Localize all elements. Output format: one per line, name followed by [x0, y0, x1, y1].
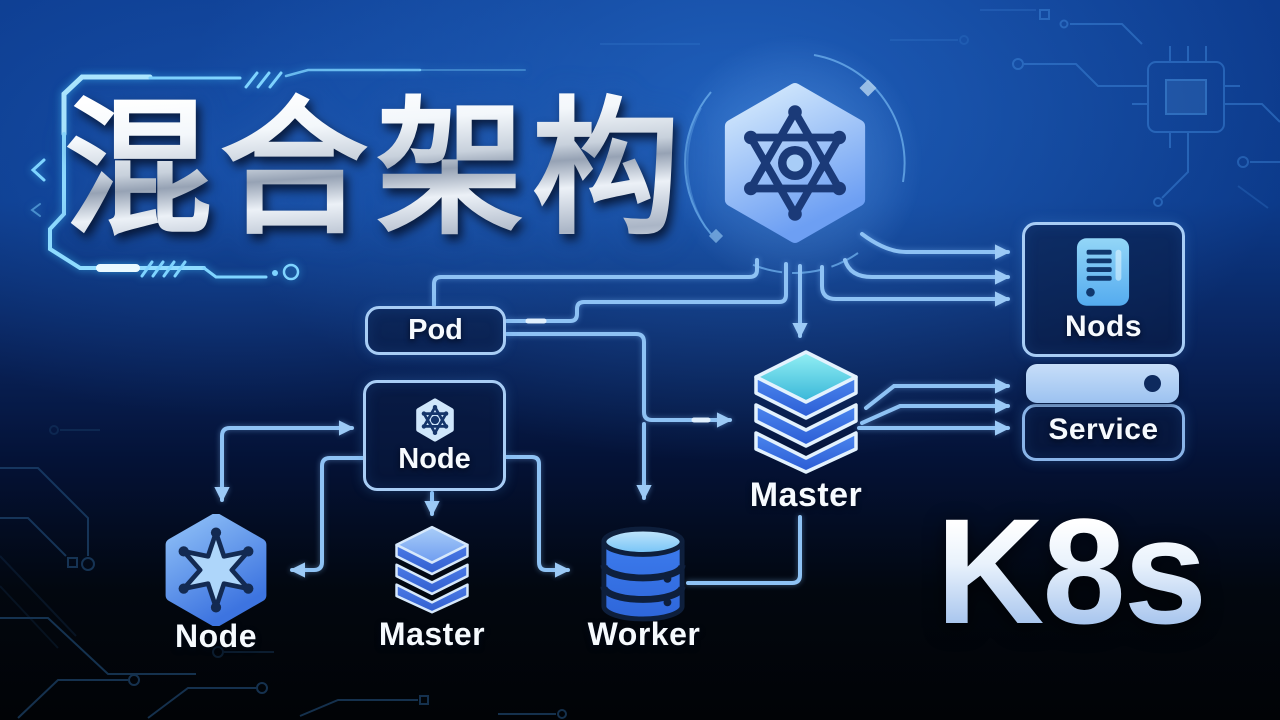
circuit-right-decor — [1237, 156, 1280, 209]
node-icon-label: Node — [175, 618, 257, 654]
service-label: Service — [1048, 413, 1159, 446]
edge-master-to-service-1 — [864, 378, 1011, 410]
edge-logo-to-nods-3 — [820, 265, 1011, 307]
edge-worker-to-master — [686, 515, 802, 585]
nods-label: Nods — [1065, 310, 1142, 343]
master-stack-icon — [744, 348, 868, 474]
master-small-label: Master — [378, 616, 486, 652]
pod-label: Pod — [408, 314, 463, 346]
node-box: Node — [363, 380, 506, 491]
page-title: 混合架构 — [64, 87, 688, 252]
edge-logo-to-nods-2 — [843, 258, 1011, 285]
server-icon — [1075, 236, 1131, 308]
node-hexagon-icon — [415, 397, 454, 442]
worker-label: Worker — [587, 616, 701, 652]
circuit-bottom-decor — [0, 425, 567, 719]
edge-nodebox-to-worker — [504, 455, 571, 578]
edge-logo-to-nods-1 — [860, 232, 1011, 260]
master-stack-small-icon — [388, 524, 476, 614]
kubernetes-logo-icon — [710, 78, 880, 248]
master-main-label: Master — [749, 476, 863, 514]
edge-nodebox-to-star — [289, 456, 365, 578]
worker-database-icon — [599, 524, 687, 624]
edge-logo-to-pod — [432, 258, 759, 307]
service-bar — [1026, 364, 1179, 403]
circuit-chip-decor — [600, 9, 1280, 207]
edge-junction-to-nodebox-and-star — [214, 420, 355, 503]
pod-box: Pod — [365, 306, 506, 355]
hud-frame — [30, 68, 526, 281]
node-star-icon — [158, 513, 274, 627]
edge-master-to-service-2 — [860, 398, 1011, 425]
node-box-label: Node — [398, 442, 471, 475]
edge-pod-to-logo — [505, 262, 788, 323]
k8s-wordmark: K8s — [936, 487, 1207, 655]
service-box — [1022, 404, 1185, 461]
edge-pod-to-master — [505, 332, 733, 428]
service-bar-dot — [1144, 375, 1161, 392]
